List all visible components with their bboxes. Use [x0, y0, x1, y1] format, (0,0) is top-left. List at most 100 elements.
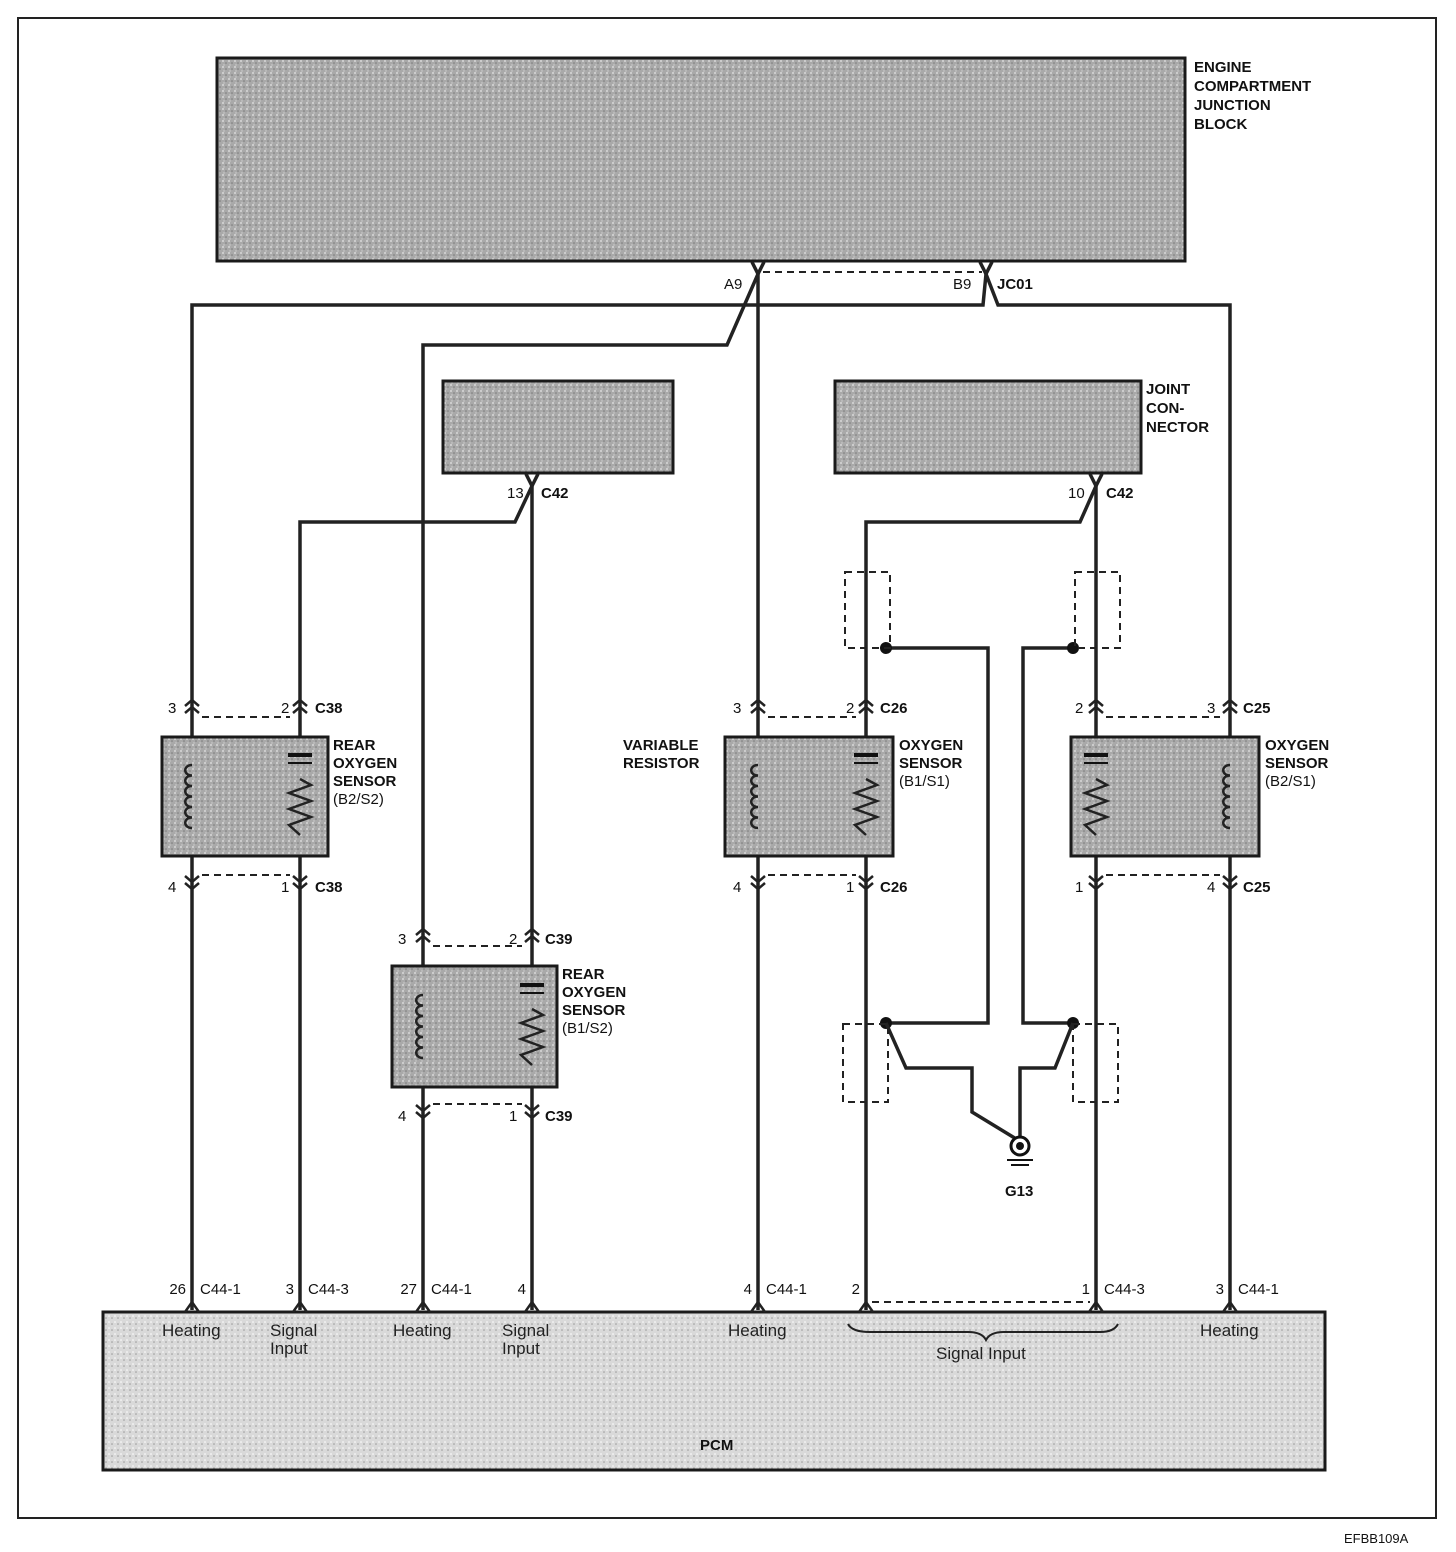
heater-coil: [1222, 763, 1231, 830]
c42-left-block: [441, 379, 675, 475]
rear-b1s2-line2: OXYGEN: [562, 984, 626, 1001]
connector-terminal-chevron: [184, 875, 200, 884]
frame-border: [17, 17, 1437, 1519]
connector-terminal-chevron: [1222, 875, 1238, 884]
pcm-pin-number: 3: [286, 1281, 294, 1298]
c25-top-label: C25: [1243, 700, 1271, 717]
ecjb-label-line2: COMPARTMENT: [1194, 78, 1311, 95]
sensor-resistor: [851, 777, 881, 836]
c39-top-label: C39: [545, 931, 573, 948]
wire-c42-b1s1: [864, 485, 1098, 1310]
shield-wire-left: [886, 646, 990, 1025]
c25-pin-2: 2: [1075, 700, 1083, 717]
c25-bottom-label: C25: [1243, 879, 1271, 896]
pcm-pin-function-label: Input: [270, 1339, 308, 1358]
pcm-pin-connector: C44-1: [200, 1281, 241, 1298]
connector-terminal-chevron: [750, 882, 766, 891]
connector-terminal-chevron: [1088, 698, 1104, 707]
pcm-pin-function-label: Heating: [1200, 1321, 1259, 1340]
connector-terminal-chevron: [858, 698, 874, 707]
connector-terminals: [184, 698, 1238, 1120]
c42-left-name: C42: [541, 485, 569, 502]
c38-top-label: C38: [315, 700, 343, 717]
connector-terminal-chevron: [524, 1111, 540, 1120]
connector-terminal-chevron: [750, 875, 766, 884]
pcm-pin-terminal: [291, 1299, 309, 1313]
c26-pin-2: 2: [846, 700, 854, 717]
engine-compartment-junction-block: [215, 56, 1187, 263]
pcm-pin-function-label: Signal: [270, 1321, 317, 1340]
connector-terminal-chevron: [292, 882, 308, 891]
ecjb-label-line4: BLOCK: [1194, 116, 1247, 133]
connector-terminal-chevron: [858, 882, 874, 891]
pcm-pin-connector: C44-3: [1104, 1281, 1145, 1298]
pcm-pin-terminal: [414, 1299, 432, 1313]
pin-b9: B9: [953, 276, 971, 293]
connector-terminal-chevron: [1088, 875, 1104, 884]
sensor-resistor: [517, 1007, 547, 1066]
c42-right-terminal: [1088, 473, 1104, 490]
pcm-pin-function-label: Heating: [393, 1321, 452, 1340]
connector-terminal-chevron: [184, 705, 200, 714]
pcm-pin-connector: C44-1: [431, 1281, 472, 1298]
pcm-pin-number: 26: [169, 1281, 186, 1298]
c38-pin-2: 2: [281, 700, 289, 717]
pin-a9: A9: [724, 276, 742, 293]
pcm-pin-terminal: [523, 1299, 541, 1313]
c26-pin-3: 3: [733, 700, 741, 717]
rear-b2s2-line1: REAR: [333, 737, 376, 754]
figure-code: EFBB109A: [1344, 1531, 1409, 1546]
pcm-pin-function-label: Signal: [502, 1321, 549, 1340]
variable-resistor-line2: RESISTOR: [623, 755, 700, 772]
pcm-pin-number: 4: [518, 1281, 526, 1298]
connector-terminal-chevron: [292, 705, 308, 714]
pcm-pin-connector: C44-3: [308, 1281, 349, 1298]
shield-wire-right: [1021, 646, 1073, 1025]
pcm-block: [101, 1310, 1327, 1472]
wire-c42-signal-b2s2: [298, 485, 534, 1310]
c38-bottom-label: C38: [315, 879, 343, 896]
heater-coil: [184, 763, 193, 830]
pcm-pin-terminal: [749, 1299, 767, 1313]
c38-pin-3: 3: [168, 700, 176, 717]
pcm-pin-terminal: [183, 1299, 201, 1313]
c39-bottom-label: C39: [545, 1108, 573, 1125]
ecjb-label-line1: ENGINE: [1194, 59, 1252, 76]
connector-terminal-chevron: [750, 698, 766, 707]
pcm-pin-number: 27: [400, 1281, 417, 1298]
connector-terminal-chevron: [1088, 705, 1104, 714]
b1s1-line1: OXYGEN: [899, 737, 963, 754]
c39-pin-3: 3: [398, 931, 406, 948]
c39-pin-1: 1: [509, 1108, 517, 1125]
rear-b2s2-line3: SENSOR: [333, 773, 397, 790]
c39-pin-4: 4: [398, 1108, 406, 1125]
c25-pin-4: 4: [1207, 879, 1215, 896]
pcm-pin-connector: C44-1: [766, 1281, 807, 1298]
variable-resistor-line1: VARIABLE: [623, 737, 699, 754]
pcm-pin-number: 2: [852, 1281, 860, 1298]
a9-terminal: [750, 261, 766, 278]
c26-top-label: C26: [880, 700, 908, 717]
c42-left-terminal: [524, 473, 540, 490]
sensor-internals: [184, 753, 1231, 1066]
b2s1-sub: (B2/S1): [1265, 773, 1316, 790]
connector-terminal-chevron: [415, 1104, 431, 1113]
pcm-pin-function-label: Heating: [728, 1321, 787, 1340]
pcm-pin-connector: C44-1: [1238, 1281, 1279, 1298]
connector-terminal-chevron: [858, 875, 874, 884]
pcm-pin-function-label: Heating: [162, 1321, 221, 1340]
rear-b1s2-line1: REAR: [562, 966, 605, 983]
c42-right-name: C42: [1106, 485, 1134, 502]
c26-pin-4: 4: [733, 879, 741, 896]
joint-connector-label-line1: JOINT: [1146, 381, 1190, 398]
rear-b2s2-sub: (B2/S2): [333, 791, 384, 808]
c38-pin-4: 4: [168, 879, 176, 896]
connector-terminal-chevron: [1088, 882, 1104, 891]
c25-pin-1: 1: [1075, 879, 1083, 896]
connector-terminal-chevron: [1222, 698, 1238, 707]
pcm-signal-input-group: Signal Input: [936, 1344, 1026, 1363]
connector-terminal-chevron: [184, 882, 200, 891]
c42-pin-13: 13: [507, 485, 524, 502]
connector-terminal-chevron: [858, 705, 874, 714]
